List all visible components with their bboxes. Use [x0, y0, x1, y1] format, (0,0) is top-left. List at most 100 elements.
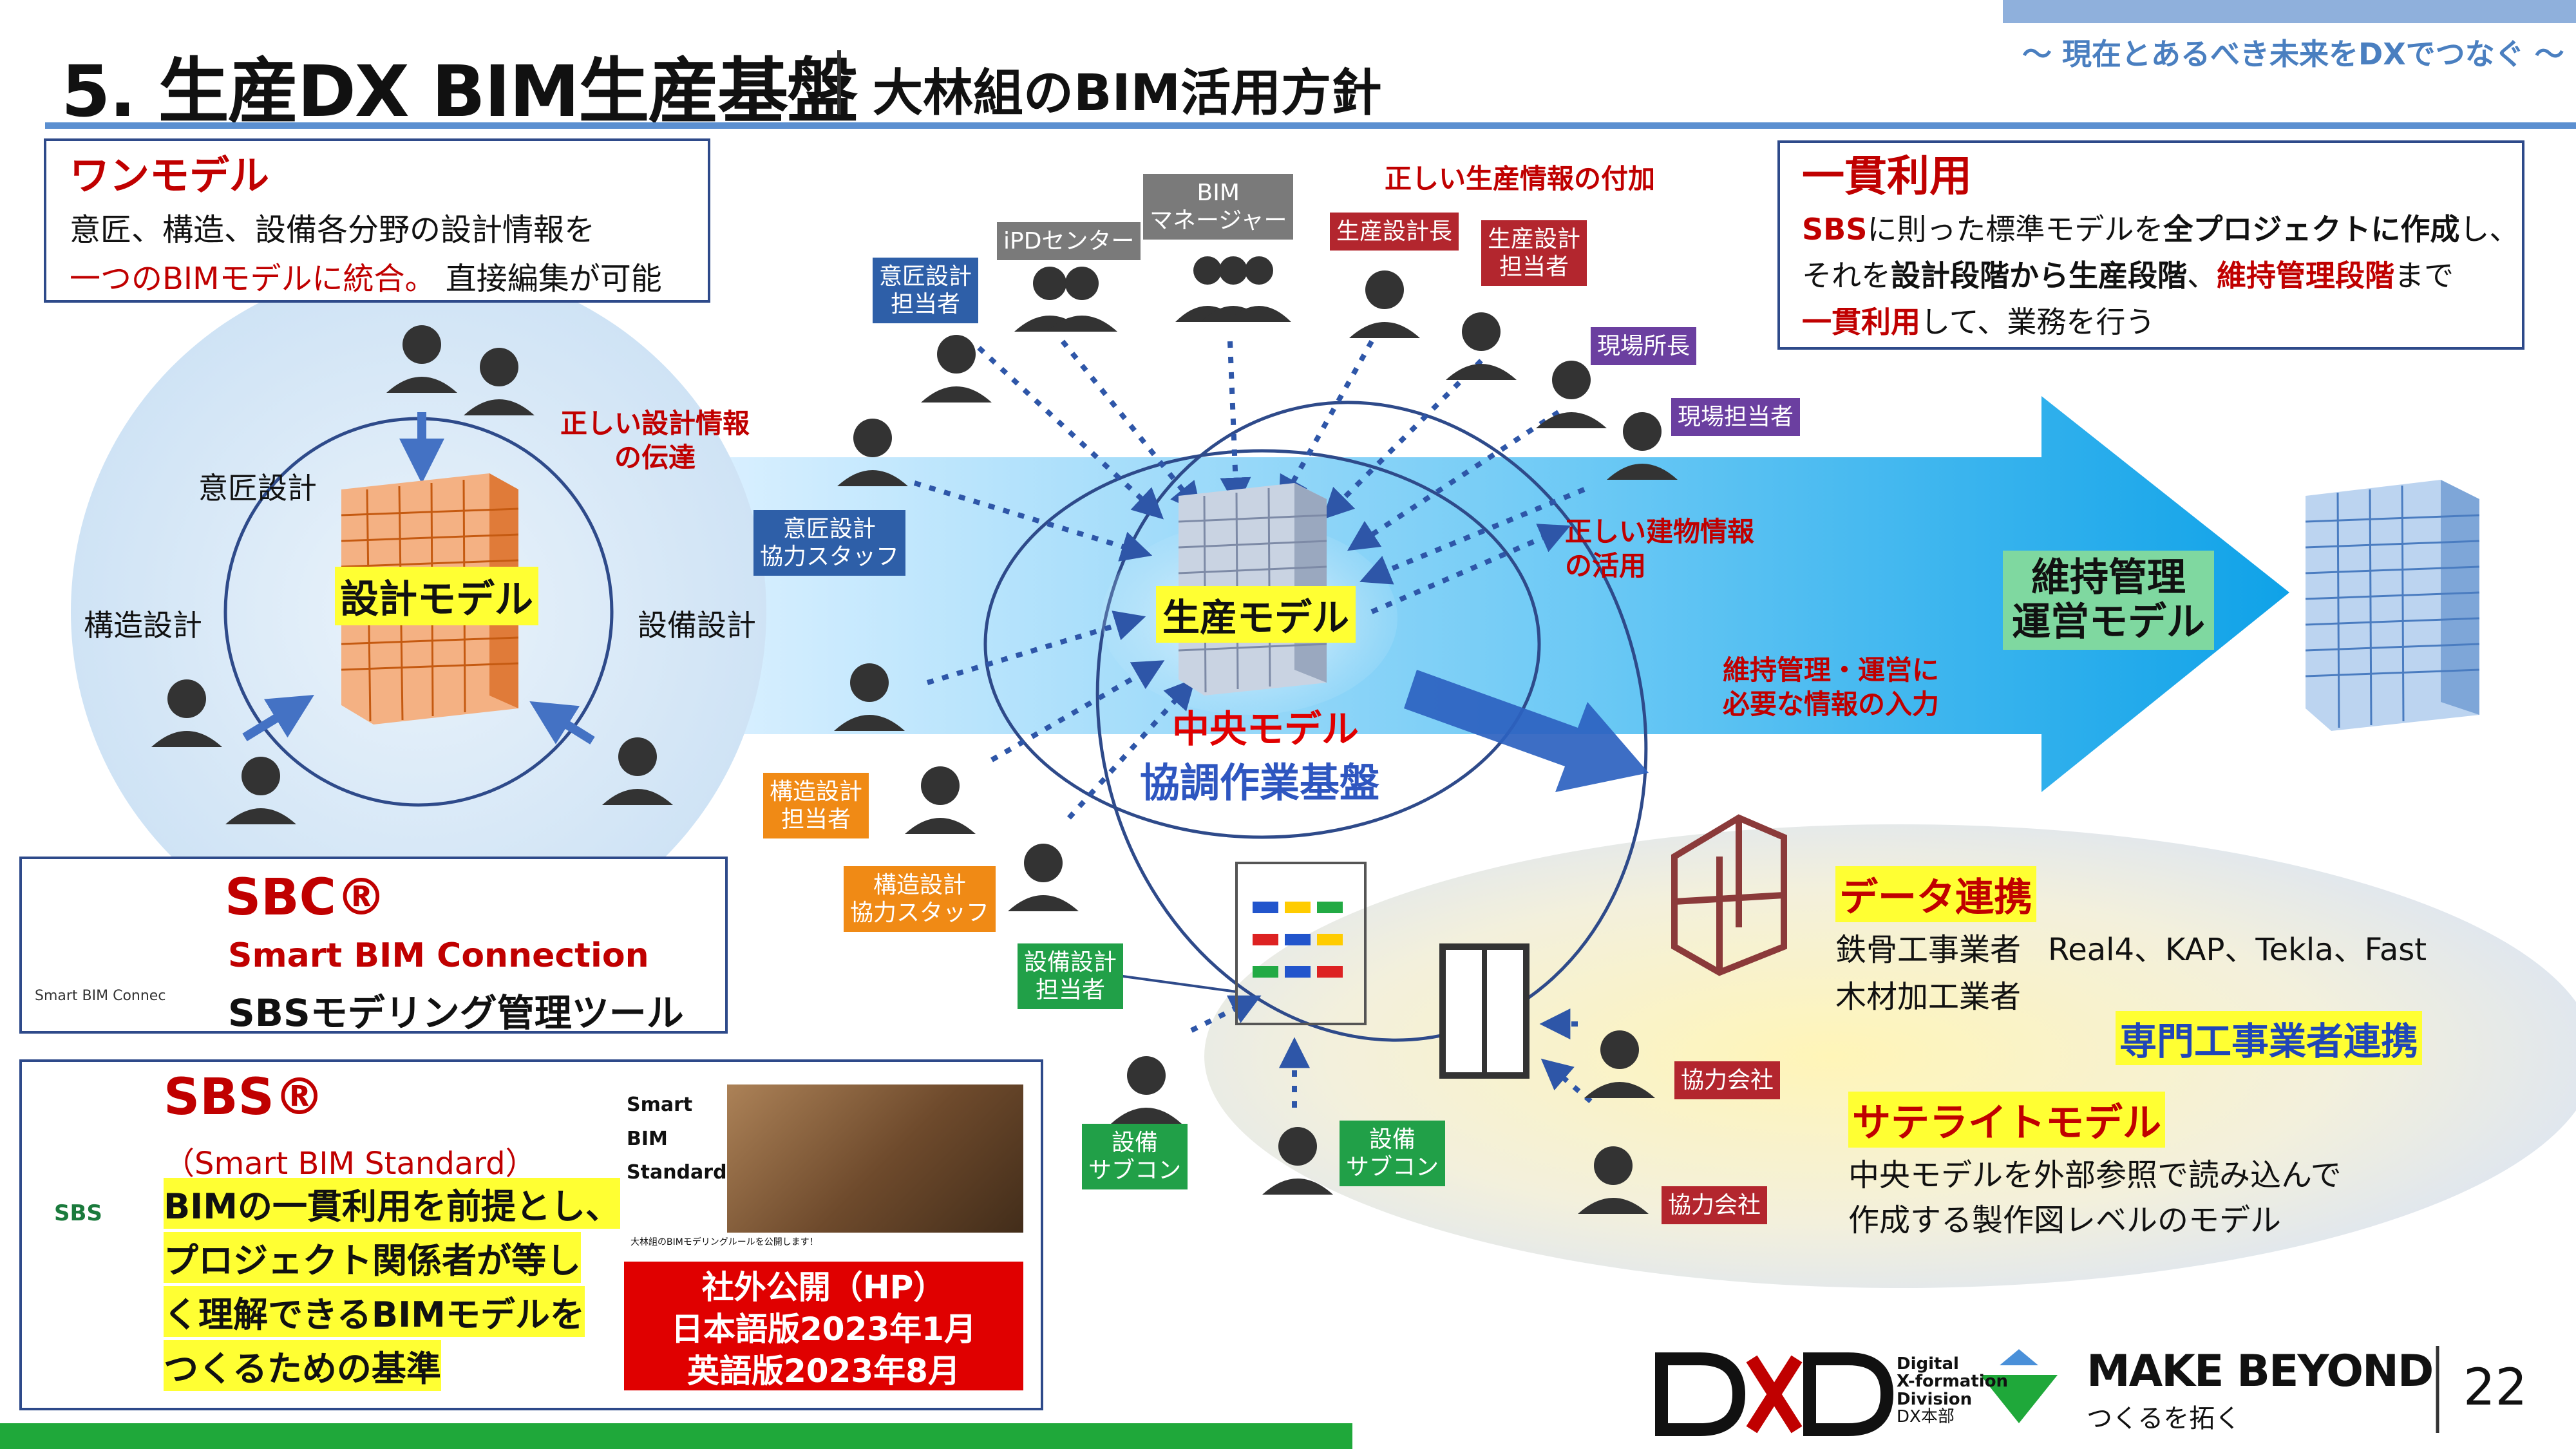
sbs-photo-label: Smart BIM Standard	[624, 1084, 727, 1233]
sbs-photo: Smart BIM Standard 大林組のBIMモデリングルールを公開します…	[624, 1084, 1023, 1252]
satellite-model-heading: サテライトモデル	[1848, 1092, 2165, 1148]
sbs-fullname: （Smart BIM Standard）	[164, 1146, 536, 1182]
tag-site-chief: 現場所長	[1591, 327, 1697, 366]
label-setsubi-design: 設備設計	[638, 608, 756, 643]
cu-l3-rest: して、業務を行う	[1920, 304, 2155, 339]
collab-platform-label: 協調作業基盤	[1140, 759, 1380, 806]
tagline: ～ 現在とあるべき未来をDXでつなぐ ～	[2022, 37, 2564, 71]
brand-name: MAKE BEYOND	[2087, 1346, 2434, 1397]
arrow-from-setsubi	[529, 701, 595, 744]
sbs-ref: SBS	[1802, 211, 1868, 247]
header-rule	[45, 122, 2576, 129]
tag-prod-designer: 生産設計 担当者	[1481, 220, 1587, 287]
one-model-box: ワンモデル 意匠、構造、設備各分野の設計情報を 一つのBIMモデルに統合。 直接…	[44, 138, 710, 303]
tag-partner-1: 協力会社	[1674, 1061, 1781, 1100]
dxd-l3: Division	[1897, 1389, 1973, 1409]
dxd-logo	[1655, 1352, 1894, 1436]
sbs-title: SBS®	[164, 1068, 325, 1126]
public-release-box: 社外公開（HP） 日本語版2023年1月 英語版2023年8月	[624, 1262, 1023, 1390]
photo-l2: BIM	[627, 1127, 668, 1150]
dxd-l2: X-formation	[1897, 1372, 2009, 1392]
one-model-heading: ワンモデル	[70, 152, 270, 199]
sbs-box: SBS SBS® （Smart BIM Standard） BIMの一貫利用を前…	[19, 1059, 1043, 1410]
sbc-box: Smart BIM Connec SBC® Smart BIM Connecti…	[19, 857, 728, 1035]
sbs-photo-caption: 大林組のBIMモデリングルールを公開します！	[624, 1233, 1023, 1252]
cu-l3-red: 一貫利用	[1802, 304, 1920, 339]
one-model-line1: 意匠、構造、設備各分野の設計情報を	[70, 212, 596, 249]
consistent-use-heading: 一貫利用	[1802, 151, 1972, 201]
steel-fabricator: 鉄骨工事業者	[1835, 932, 2022, 968]
cu-l1-a: に則った標準モデルを	[1867, 211, 2164, 247]
footer-green-bar	[0, 1423, 1352, 1449]
make-beyond-logo-mark	[1980, 1349, 2058, 1423]
tag-prod-manager: 生産設計長	[1330, 213, 1459, 251]
tag-ishou-staff: 意匠設計 協力スタッフ	[753, 510, 906, 576]
cu-l1-b: 全プロジェクトに作成	[2163, 211, 2460, 247]
label-kouzou-design: 構造設計	[84, 608, 202, 643]
photo-l1: Smart	[627, 1094, 693, 1116]
top-accent-bar	[2003, 0, 2576, 23]
sbs-desc-3: く理解できるBIMモデルを	[164, 1286, 585, 1337]
tag-ipd-center: iPDセンター	[997, 222, 1141, 261]
duct-model	[1235, 862, 1367, 1025]
sbc-fullname: Smart BIM Connection	[228, 936, 649, 975]
sbs-desc-2: プロジェクト関係者が等し	[164, 1232, 581, 1283]
maintenance-model-label: 維持管理 運営モデル	[2003, 551, 2214, 650]
sbc-description: SBSモデリング管理ツール	[228, 991, 684, 1035]
page-number: 22	[2463, 1359, 2528, 1417]
release-l1: 社外公開（HP）	[701, 1269, 946, 1306]
note-use-building-info: 正しい建物情報 の活用	[1565, 516, 1755, 582]
release-l2: 日本語版2023年1月	[671, 1311, 976, 1348]
consistent-use-line1: SBSに則った標準モデルを全プロジェクトに作成し、	[1802, 206, 2519, 249]
consistent-use-box: 一貫利用 SBSに則った標準モデルを全プロジェクトに作成し、 それを設計段階から…	[1777, 140, 2524, 350]
one-model-line2: 一つのBIMモデルに統合。 直接編集が可能	[70, 253, 685, 298]
tag-setsubi-tantou: 設備設計 担当者	[1018, 943, 1124, 1010]
title-separator	[837, 50, 841, 115]
arrow-from-kouzou	[242, 695, 314, 741]
steel-tools: Real4、KAP、Tekla、Fast	[2048, 932, 2427, 968]
sbc-logo-text: Smart BIM Connec	[35, 988, 166, 1004]
person-icons	[151, 256, 1678, 1214]
dxd-l1: Digital	[1897, 1354, 1959, 1374]
steel-frame-model	[1671, 814, 1787, 976]
tag-site-staff: 現場担当者	[1671, 398, 1801, 437]
cu-l2-a: それを	[1802, 258, 1891, 293]
sbs-desc-1: BIMの一貫利用を前提とし、	[164, 1178, 620, 1229]
specialist-link-label: 専門工事業者連携	[2116, 1011, 2423, 1065]
cu-l2-d: まで	[2394, 258, 2454, 293]
one-model-highlight: 一つのBIMモデルに統合。	[70, 261, 436, 298]
sbs-desc-4: つくるための基準	[164, 1340, 441, 1391]
dxd-l4: DX本部	[1897, 1406, 1955, 1426]
central-model-label: 中央モデル	[1172, 707, 1359, 751]
design-model-label: 設計モデル	[335, 567, 538, 625]
brand-tagline: つくるを拓く	[2087, 1404, 2241, 1434]
tag-bim-manager: BIM マネージャー	[1143, 174, 1294, 240]
maintenance-model-building	[2305, 480, 2480, 731]
tag-subcon-2: 設備 サブコン	[1340, 1121, 1446, 1187]
tag-kouzou-tantou: 構造設計 担当者	[763, 773, 869, 839]
note-add-prod-info: 正しい生産情報の付加	[1385, 163, 1656, 194]
one-model-line2-rest: 直接編集が可能	[445, 261, 662, 298]
cu-l2-b: 設計段階から生産段階	[1891, 258, 2187, 293]
slide-title: 5. 生産DX BIM生産基盤	[61, 50, 858, 133]
sbs-logo-text: SBS	[54, 1200, 102, 1226]
cu-l2-red: 維持管理段階	[2217, 258, 2394, 293]
note-maint-input: 維持管理・運営に 必要な情報の入力	[1723, 654, 1940, 720]
tag-partner-2: 協力会社	[1662, 1186, 1768, 1225]
flow-arrow	[728, 396, 2289, 792]
consistent-use-line3: 一貫利用して、業務を行う	[1802, 299, 2500, 341]
central-ellipse	[983, 449, 1541, 839]
dotted-connectors	[913, 339, 1593, 1108]
satellite-ellipse	[1204, 824, 2576, 1288]
sbc-title: SBC®	[225, 869, 386, 927]
release-l3: 英語版2023年8月	[687, 1352, 960, 1390]
data-link-heading: データ連携	[1835, 866, 2036, 922]
door-model	[1439, 943, 1530, 1079]
to-satellite-arrow	[1404, 670, 1649, 792]
cu-l2-c: 、	[2187, 258, 2217, 293]
photo-l3: Standard	[627, 1161, 727, 1184]
consistent-use-line2: それを設計段階から生産段階、維持管理段階まで	[1802, 252, 2500, 295]
tag-kouzou-staff: 構造設計 協力スタッフ	[844, 866, 996, 933]
cu-l1-c: し、	[2459, 211, 2519, 247]
